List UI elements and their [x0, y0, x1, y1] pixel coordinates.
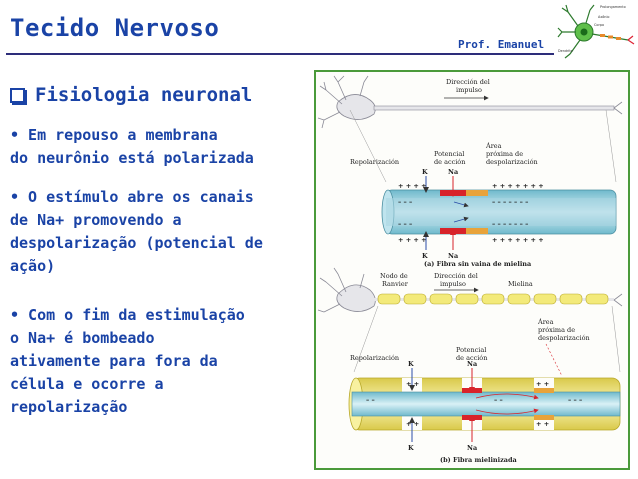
- svg-text:+ +: + +: [406, 380, 419, 388]
- a-direction-label-2: impulso: [456, 86, 482, 94]
- neuron-b-body-icon: [317, 267, 376, 313]
- b-repol-label: Repolarización: [350, 354, 399, 362]
- b-charge-signs: + + + + + + + + – – – – – – –: [366, 380, 582, 428]
- svg-text:+ +: + +: [536, 380, 549, 388]
- bullet-repolarization: • Com o fim da estimulação o Na+ é bombe…: [10, 304, 310, 419]
- a-area-label-3: despolarización: [486, 158, 538, 166]
- b-potential-label-2: de acción: [456, 354, 487, 362]
- a-repol-label: Repolarización: [350, 158, 399, 166]
- svg-text:+ + + + + + +: + + + + + + +: [492, 236, 544, 244]
- svg-text:– – –: – – –: [398, 220, 412, 228]
- b-area-label: Área: [537, 317, 554, 326]
- bullet-line: ação): [10, 257, 56, 275]
- a-charge-signs: + + + + + + + + + + + – – – – – – – – – …: [398, 182, 544, 244]
- b-direction-label-2: impulso: [440, 280, 466, 288]
- nerve-impulse-diagram: Dirección del impulso Potencial de acció…: [317, 75, 623, 464]
- b-k-bottom: K: [408, 444, 414, 452]
- author-label: Prof. Emanuel: [458, 38, 545, 51]
- logo-label-dendrito: Dendrito: [558, 49, 573, 53]
- bullet-line: o Na+ é bombeado: [10, 329, 155, 347]
- header-divider: [6, 53, 554, 55]
- b-myelin-segments: [377, 293, 609, 305]
- svg-text:+ + + +: + + + +: [398, 182, 427, 190]
- neuron-a-body-icon: [317, 75, 376, 129]
- a-k-top: K: [422, 168, 428, 176]
- a-na-bottom: Na: [448, 252, 459, 260]
- a-potential-label: Potencial: [434, 150, 464, 158]
- svg-text:+ + + + + + +: + + + + + + +: [492, 182, 544, 190]
- neuron-logo-icon: Prolongamento Axônio Corpo Dendrito: [557, 4, 635, 59]
- b-nodo-label-2: Ranvier: [382, 280, 409, 288]
- svg-text:+ +: + +: [536, 420, 549, 428]
- a-caption: (a) Fibra sin vaina de mielina: [424, 260, 532, 268]
- bullet-line: • Em repouso a membrana: [10, 126, 218, 144]
- subtitle-text: Fisiologia neuronal: [35, 84, 253, 106]
- a-k-bottom: K: [422, 252, 428, 260]
- bullet-line: despolarização (potencial de: [10, 234, 263, 252]
- b-potential-label: Potencial: [456, 346, 486, 354]
- section-subtitle: Fisiologia neuronal: [10, 84, 252, 106]
- b-na-bottom: Na: [467, 444, 478, 452]
- a-na-top: Na: [448, 168, 459, 176]
- b-direction-label: Dirección del: [434, 272, 478, 280]
- bullet-rest-state: • Em repouso a membrana do neurônio está…: [10, 124, 310, 170]
- a-direction-label: Dirección del: [446, 78, 490, 86]
- b-caption: (b) Fibra mielinizada: [440, 456, 518, 464]
- svg-text:– – – – – – –: – – – – – – –: [492, 198, 528, 206]
- bullet-stimulus: • O estímulo abre os canais de Na+ promo…: [10, 186, 310, 278]
- logo-label-corpo: Corpo: [594, 23, 604, 27]
- b-area-label-2: próxima de: [538, 326, 575, 334]
- panel-a-unmyelinated: Dirección del impulso Potencial de acció…: [317, 75, 623, 268]
- bullet-line: • Com o fim da estimulação: [10, 306, 245, 324]
- slide-title: Tecido Nervoso: [10, 14, 220, 42]
- b-nodo-label: Nodo de: [380, 272, 408, 280]
- logo-label-axonio: Axônio: [598, 15, 609, 19]
- checkbox-bullet-icon: [10, 87, 25, 103]
- b-area-label-3: despolarización: [538, 334, 590, 342]
- logo-label-prolongamento: Prolongamento: [600, 5, 626, 9]
- bullet-line: • O estímulo abre os canais: [10, 188, 254, 206]
- svg-text:+ + + +: + + + +: [398, 236, 427, 244]
- svg-text:– –: – –: [494, 396, 503, 404]
- a-area-label-2: próxima de: [486, 150, 523, 158]
- bullet-line: repolarização: [10, 398, 128, 416]
- svg-text:+ +: + +: [406, 420, 419, 428]
- bullet-line: do neurônio está polarizada: [10, 149, 254, 167]
- nerve-impulse-figure: Dirección del impulso Potencial de acció…: [314, 70, 630, 470]
- bullet-line: ativamente para fora da: [10, 352, 218, 370]
- svg-text:– – –: – – –: [568, 396, 582, 404]
- bullet-line: célula e ocorre a: [10, 375, 164, 393]
- b-mielina-label: Mielina: [508, 280, 533, 288]
- b-k-top: K: [408, 360, 414, 368]
- svg-text:– – – – – – –: – – – – – – –: [492, 220, 528, 228]
- a-potential-label-2: de acción: [434, 158, 465, 166]
- panel-b-myelinated: Nodo de Ranvier Dirección del impulso Mi…: [317, 267, 623, 464]
- b-na-top: Na: [467, 360, 478, 368]
- bullet-line: de Na+ promovendo a: [10, 211, 182, 229]
- svg-text:– –: – –: [366, 396, 375, 404]
- svg-text:– – –: – – –: [398, 198, 412, 206]
- a-area-label: Área: [485, 141, 502, 150]
